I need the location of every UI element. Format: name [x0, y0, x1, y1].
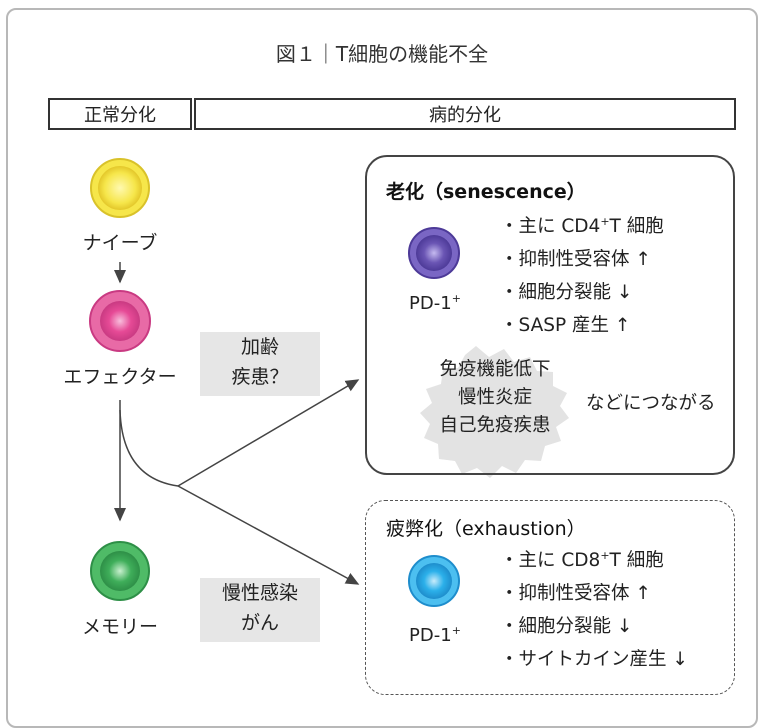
senescence-bullet: ・抑制性受容体 ↑	[500, 249, 651, 271]
senescence-pd1-label: PD-1+	[409, 292, 461, 314]
chronic-infection-label: 慢性感染	[221, 582, 298, 604]
effector-cell-icon	[89, 290, 151, 352]
arrow-to-exhaustion	[177, 485, 360, 585]
senescence-heading: 老化（senescence）	[386, 181, 586, 203]
senescence-cell-icon	[408, 227, 460, 279]
exhaustion-bullet: ・主に CD8+T 細胞	[500, 549, 664, 572]
exhaustion-box	[365, 500, 735, 695]
diagram-lines	[89, 158, 569, 607]
header-normal-differentiation: 正常分化	[48, 98, 192, 130]
exhaustion-bullet: ・サイトカイン産生 ↓	[500, 649, 688, 671]
figure-title: 図１｜T細胞の機能不全	[275, 42, 489, 66]
naive-label: ナイーブ	[82, 232, 158, 254]
exhaustion-pd1-label: PD-1+	[409, 624, 461, 646]
exhaustion-bullet: ・細胞分裂能 ↓	[500, 616, 633, 638]
burst-line: 免疫機能低下	[439, 359, 551, 380]
memory-label: メモリー	[81, 616, 158, 638]
exhaustion-bullet: ・抑制性受容体 ↑	[500, 583, 651, 605]
senescence-bullet: ・主に CD4+T 細胞	[500, 215, 664, 238]
disease-label: 疾患？	[231, 366, 289, 388]
starburst-shape	[420, 346, 569, 478]
burst-line: 自己免疫疾患	[439, 415, 551, 436]
effector-label: エフェクター	[63, 366, 177, 388]
senescence-bullet: ・細胞分裂能 ↓	[500, 282, 633, 304]
branch-curve	[119, 409, 179, 487]
cancer-label: がん	[240, 612, 279, 634]
arrow-to-senescence	[177, 379, 360, 487]
senescence-bullet: ・SASP 産生 ↑	[500, 315, 631, 337]
memory-cell-icon	[90, 541, 150, 601]
senescence-bullets: ・主に CD4+T 細胞 ・抑制性受容体 ↑ ・細胞分裂能 ↓ ・SASP 産生…	[500, 205, 664, 342]
exhaustion-heading: 疲弊化（exhaustion）	[386, 518, 586, 540]
header-pathologic-differentiation: 病的分化	[194, 98, 736, 130]
chronic-infection-cancer-label: 慢性感染 がん	[200, 578, 320, 642]
burst-line: 慢性炎症	[457, 387, 532, 408]
aging-disease-label: 加齢 疾患？	[200, 332, 320, 396]
naive-cell-icon	[90, 158, 150, 218]
leads-to-text: などにつながる	[586, 393, 716, 414]
starburst-text: 免疫機能低下 慢性炎症 自己免疫疾患	[420, 356, 570, 440]
exhaustion-bullets: ・主に CD8+T 細胞 ・抑制性受容体 ↑ ・細胞分裂能 ↓ ・サイトカイン産…	[500, 539, 688, 676]
exhaustion-cell-icon	[408, 555, 460, 607]
senescence-box	[365, 155, 735, 475]
aging-label: 加齢	[240, 336, 279, 358]
